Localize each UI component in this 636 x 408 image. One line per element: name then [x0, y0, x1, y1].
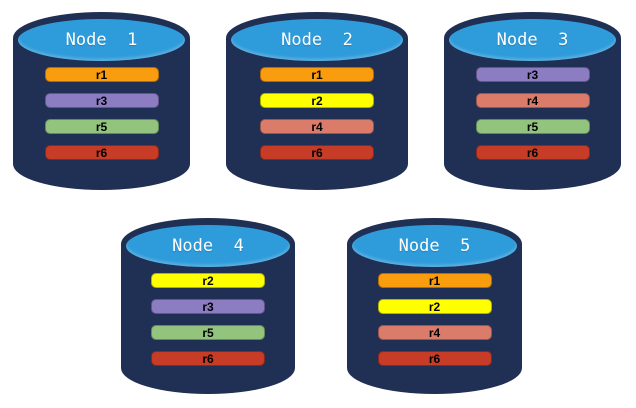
replica-label: r4	[526, 93, 539, 108]
node-1-replica-list: r1 r3 r5 r6	[13, 67, 190, 160]
replica-label: r2	[202, 273, 214, 288]
node-2: Node 2 r1 r2 r4 r6	[226, 12, 408, 190]
node-5-top-face: Node 5	[352, 225, 517, 267]
replica-label: r6	[95, 145, 108, 160]
node-4: Node 4 r2 r3 r5 r6	[121, 218, 295, 394]
node-5-cylinder-top: Node 5	[347, 218, 522, 270]
node-3-top-face: Node 3	[449, 19, 616, 61]
node-1-top-face: Node 1	[18, 19, 185, 61]
node-1-cylinder-top: Node 1	[13, 12, 190, 64]
replica-bar: r2	[377, 299, 492, 314]
replica-bar: r4	[475, 93, 590, 108]
replica-bar: r1	[44, 67, 159, 82]
node-5-cylinder-bottom	[347, 342, 522, 394]
replica-label: r3	[202, 299, 214, 314]
replica-bar: r4	[377, 325, 492, 340]
replica-label: r1	[95, 67, 108, 82]
replica-bar: r6	[260, 145, 374, 160]
replica-label: r4	[428, 325, 441, 340]
replica-bar: r6	[44, 145, 159, 160]
replica-label: r1	[428, 273, 441, 288]
replica-bar: r6	[377, 351, 492, 366]
replica-label: r1	[311, 67, 323, 82]
replica-label: r5	[95, 119, 108, 134]
replica-bar: r4	[260, 119, 374, 134]
replica-bar: r2	[151, 273, 265, 288]
node-3: Node 3 r3 r4 r5 r6	[444, 12, 621, 190]
node-4-cylinder-bottom	[121, 342, 295, 394]
node-5-title: Node 5	[398, 236, 471, 256]
replica-label: r5	[202, 325, 214, 340]
replica-label: r2	[428, 299, 441, 314]
replica-label: r2	[311, 93, 323, 108]
replica-bar: r1	[260, 67, 374, 82]
replica-label: r6	[202, 351, 214, 366]
replica-bar: r6	[151, 351, 265, 366]
node-2-cylinder-top: Node 2	[226, 12, 408, 64]
node-2-top-face: Node 2	[231, 19, 403, 61]
replica-bar: r3	[151, 299, 265, 314]
node-1: Node 1 r1 r3 r5 r6	[13, 12, 190, 190]
replica-label: r6	[428, 351, 441, 366]
replica-bar: r2	[260, 93, 374, 108]
replica-label: r3	[526, 67, 539, 82]
replica-label: r6	[311, 145, 323, 160]
node-2-title: Node 2	[281, 30, 353, 50]
replica-bar: r3	[475, 67, 590, 82]
replica-label: r4	[311, 119, 323, 134]
node-2-replica-list: r1 r2 r4 r6	[226, 67, 408, 160]
node-3-cylinder-top: Node 3	[444, 12, 621, 64]
replica-bar: r6	[475, 145, 590, 160]
replica-label: r6	[526, 145, 539, 160]
node-4-cylinder-top: Node 4	[121, 218, 295, 270]
node-5: Node 5 r1 r2 r4 r6	[347, 218, 522, 394]
node-1-title: Node 1	[65, 30, 138, 50]
replica-bar: r5	[475, 119, 590, 134]
replica-label: r5	[526, 119, 539, 134]
node-4-title: Node 4	[172, 236, 244, 256]
node-5-replica-list: r1 r2 r4 r6	[347, 273, 522, 366]
node-3-replica-list: r3 r4 r5 r6	[444, 67, 621, 160]
node-3-title: Node 3	[496, 30, 569, 50]
replica-bar: r3	[44, 93, 159, 108]
replica-bar: r5	[44, 119, 159, 134]
replica-bar: r1	[377, 273, 492, 288]
replica-bar: r5	[151, 325, 265, 340]
node-4-top-face: Node 4	[126, 225, 290, 267]
replica-label: r3	[95, 93, 108, 108]
node-4-replica-list: r2 r3 r5 r6	[121, 273, 295, 366]
